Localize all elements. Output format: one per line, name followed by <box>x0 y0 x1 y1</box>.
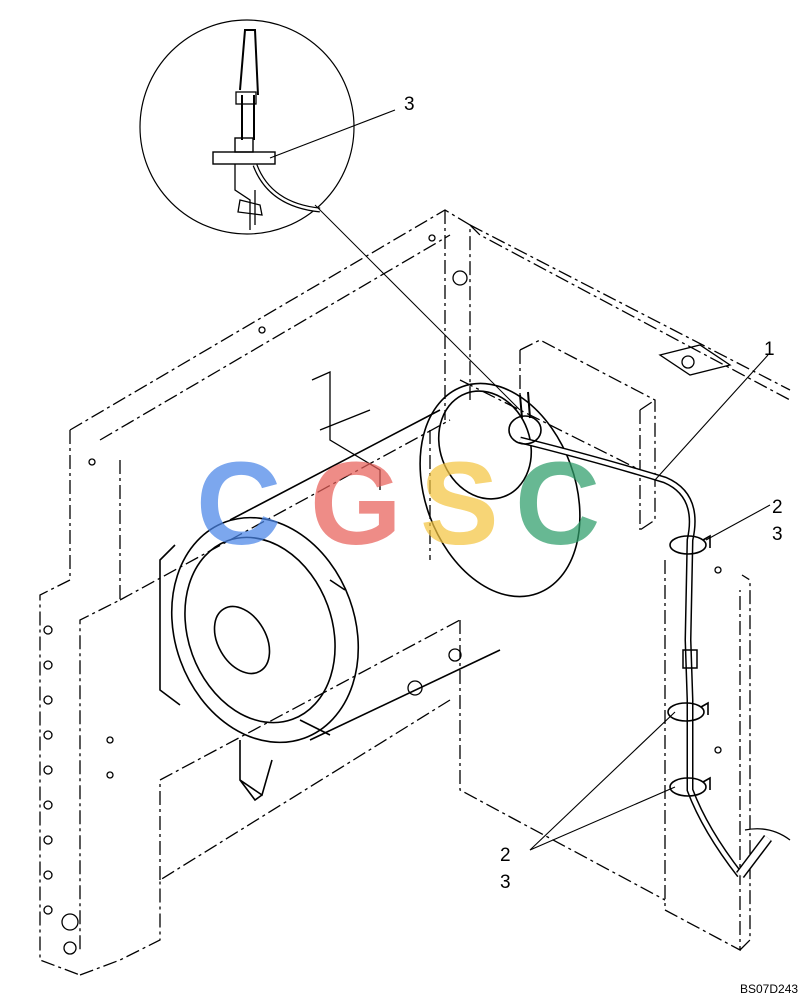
watermark-letter: C <box>196 438 282 570</box>
harness-clip <box>667 534 711 797</box>
frame-holes <box>43 234 722 915</box>
watermark-letter: S <box>420 438 499 570</box>
callout-clip-2-upper: 2 <box>772 497 783 518</box>
watermark-letter: G <box>310 438 402 570</box>
callout-detail-3: 3 <box>404 94 415 115</box>
detail-leader <box>314 204 521 411</box>
air-cleaner-assembly <box>159 382 581 802</box>
detail-view <box>139 19 355 235</box>
watermark-letter: C <box>515 438 601 570</box>
wire-harness <box>508 391 791 879</box>
mounting-frame <box>39 209 791 976</box>
callout-clip-3-upper: 3 <box>772 524 783 545</box>
callout-leaders <box>269 109 771 851</box>
callout-clip-2-lower: 2 <box>500 845 511 866</box>
callout-harness-1: 1 <box>764 339 775 360</box>
mounting-bracket <box>61 270 732 955</box>
drawing-code: BS07D243 <box>740 982 799 996</box>
callout-clip-3-lower: 3 <box>500 872 511 893</box>
